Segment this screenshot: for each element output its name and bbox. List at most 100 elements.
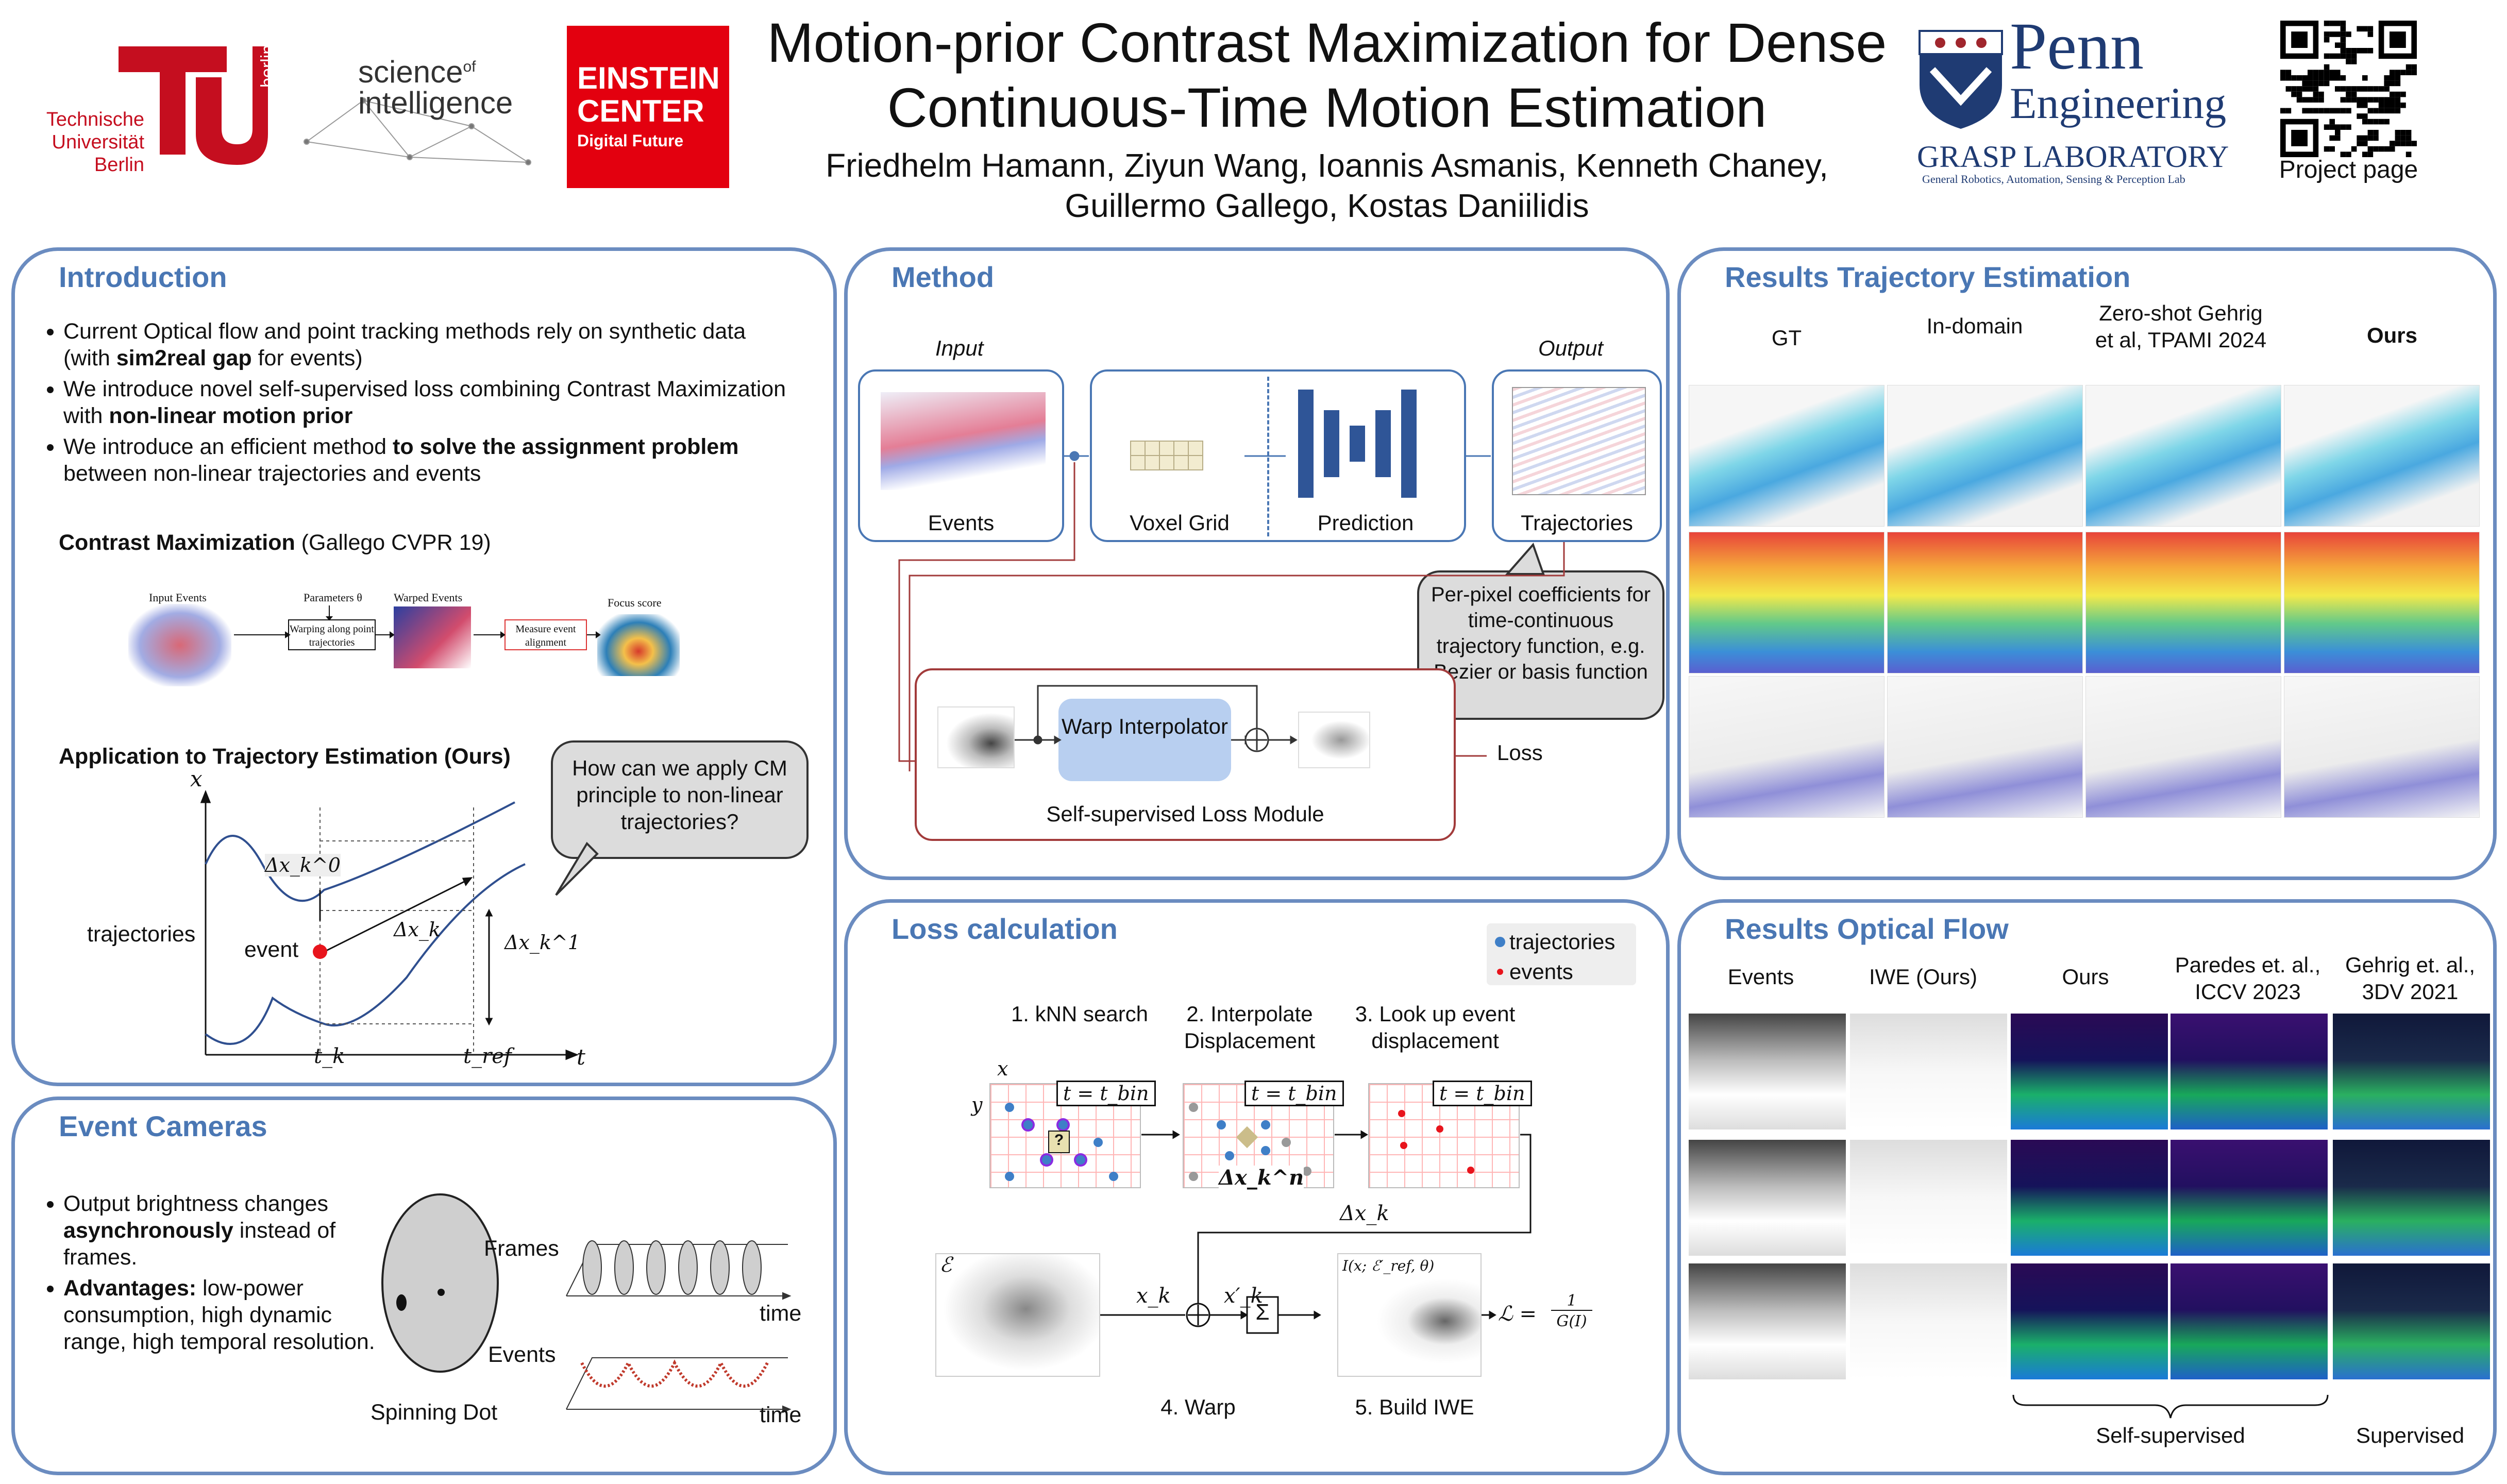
traj-dot: [1261, 1120, 1270, 1129]
flow-result-image: [1689, 1140, 1846, 1256]
results-flow-panel: Results Optical Flow Events IWE (Ours) O…: [1677, 899, 2497, 1475]
traj-dot: [1093, 1138, 1103, 1147]
b3-post: between non-linear trajectories and even…: [63, 461, 481, 486]
traj-result-image: [1887, 676, 2083, 818]
query-cell: ?: [1048, 1131, 1070, 1153]
cm-params-label: Parameters θ: [304, 591, 362, 604]
event-volume-image: [935, 1253, 1100, 1377]
flow-result-image: [1689, 1014, 1846, 1129]
authors-line2: Guillermo Gallego, Kostas Daniilidis: [1065, 187, 1589, 224]
step4-label: 4. Warp: [1160, 1395, 1236, 1419]
spinning-dot-label: Spinning Dot: [371, 1400, 498, 1425]
soi-of: of: [463, 58, 476, 75]
flow-result-image: [1850, 1263, 2007, 1379]
cm-heading: Contrast Maximization (Gallego CVPR 19): [59, 529, 491, 556]
qr-code[interactable]: [2280, 21, 2417, 157]
legend-traj-label: trajectories: [1509, 930, 1616, 954]
traj-result-image: [1689, 385, 1885, 527]
traj-dot: [1005, 1103, 1014, 1112]
event-dot: [1398, 1110, 1405, 1117]
cm-input-label: Input Events: [149, 591, 207, 604]
grey-dot: [1282, 1138, 1291, 1147]
traj-axis-t: t: [577, 1044, 585, 1070]
losscalc-title: Loss calculation: [891, 913, 1118, 945]
event-dot: [313, 945, 327, 959]
traj-dot: [1225, 1151, 1234, 1160]
iwe-slice-image: [1298, 712, 1370, 768]
loss-lhs: ℒ =: [1498, 1302, 1537, 1326]
loss-module-arrows: [1015, 685, 1298, 752]
method-callout-tail: [1505, 543, 1545, 575]
method-title: Method: [891, 261, 995, 293]
traj-results-title: Results Trajectory Estimation: [1725, 261, 2131, 293]
flow-result-image: [2011, 1263, 2168, 1379]
b3-pre: We introduce an efficient method: [63, 434, 393, 459]
tbin-label-1: t = t_bin: [1056, 1081, 1156, 1106]
tu-side-text: berlin: [258, 44, 277, 88]
intro-bullet-1: Current Optical flow and point tracking …: [63, 318, 795, 372]
legend-traj-dot: [1495, 937, 1505, 947]
loss-legend: trajectories events: [1487, 923, 1636, 985]
traj-result-image: [1689, 532, 1885, 673]
step5-label: 5. Build IWE: [1355, 1395, 1474, 1419]
loss-output-label: Loss: [1497, 740, 1543, 765]
flow-result-image: [2011, 1014, 2168, 1129]
warped-events-image: [394, 606, 471, 668]
spinning-dot-disc: [381, 1193, 499, 1373]
cm-bold: Contrast Maximization: [59, 530, 295, 555]
trajectory-diagram: [200, 789, 579, 1060]
flow-result-image: [2333, 1263, 2490, 1379]
tu-line1: Technische: [46, 109, 144, 130]
flow-result-image: [2171, 1263, 2328, 1379]
prediction-network-icon: [1298, 390, 1417, 498]
eventcams-bullets: Output brightness changes asynchronously…: [35, 1190, 383, 1359]
flow-col-events: Events: [1727, 965, 1794, 989]
method-input-label: Input: [935, 336, 984, 360]
grey-dot: [1189, 1103, 1198, 1112]
traj-result-image: [2284, 676, 2480, 818]
soi-line1: science: [358, 55, 463, 89]
warp-interpolator-box: Warp Interpolator: [1058, 699, 1231, 781]
ec-b2-post: low-power consumption, high dynamic rang…: [63, 1276, 375, 1354]
title-line1: Motion-prior Contrast Maximization for D…: [767, 11, 1887, 74]
cm-rest: (Gallego CVPR 19): [295, 530, 491, 555]
label-event: event: [244, 937, 299, 962]
label-dx1: Δx_k^1: [504, 931, 580, 954]
flow-result-image: [1689, 1263, 1846, 1379]
trajectories-image: [1512, 387, 1646, 495]
xk-prime-label: x′_k: [1224, 1284, 1263, 1308]
label-trajectories: trajectories: [87, 922, 196, 947]
method-callout: Per-pixel coefficients for time-continuo…: [1417, 570, 1664, 720]
traj-result-image: [1887, 532, 2083, 673]
grey-dot: [1189, 1172, 1198, 1181]
label-dx: Δx_k: [394, 918, 441, 941]
event-dot: [1467, 1167, 1474, 1174]
traj-result-image: [2284, 385, 2480, 527]
traj-col-indomain: In-domain: [1926, 314, 2023, 338]
group-supervised: Supervised: [2355, 1423, 2465, 1447]
b2-pre: We introduce novel self-supervised loss …: [63, 377, 786, 428]
legend-events-label: events: [1509, 959, 1573, 984]
intro-bullet-2: We introduce novel self-supervised loss …: [63, 376, 795, 429]
step3-label: 3. Look up event displacement: [1355, 1002, 1516, 1053]
soi-science: scienceof: [358, 54, 476, 90]
iwe-label: I(x; ℰ′_ref, θ): [1342, 1257, 1435, 1274]
intro-callout: How can we apply CM principle to non-lin…: [551, 740, 809, 859]
ec-b1-bold: asynchronously: [63, 1218, 233, 1243]
traj-result-image: [2085, 676, 2281, 818]
cm-arrows: [234, 605, 601, 638]
soi-line2: intelligence: [358, 86, 513, 120]
prediction-label: Prediction: [1317, 511, 1414, 535]
flow-col-iwe: IWE (Ours): [1869, 965, 1977, 989]
callout-tail: [555, 841, 599, 896]
loss-module-label: Self-supervised Loss Module: [1046, 802, 1324, 826]
tu-line3: Berlin: [94, 154, 144, 176]
eventcams-title: Event Cameras: [59, 1110, 267, 1142]
traj-dot: [1058, 1120, 1068, 1129]
b1-bold: sim2real gap: [116, 346, 252, 370]
cm-measure-box: Measure event alignment: [504, 619, 587, 650]
tbin-label-3: t = t_bin: [1433, 1081, 1532, 1106]
intro-callout-text: How can we apply CM principle to non-lin…: [572, 756, 787, 834]
flow-result-image: [2011, 1140, 2168, 1256]
traj-result-image: [2085, 385, 2281, 527]
